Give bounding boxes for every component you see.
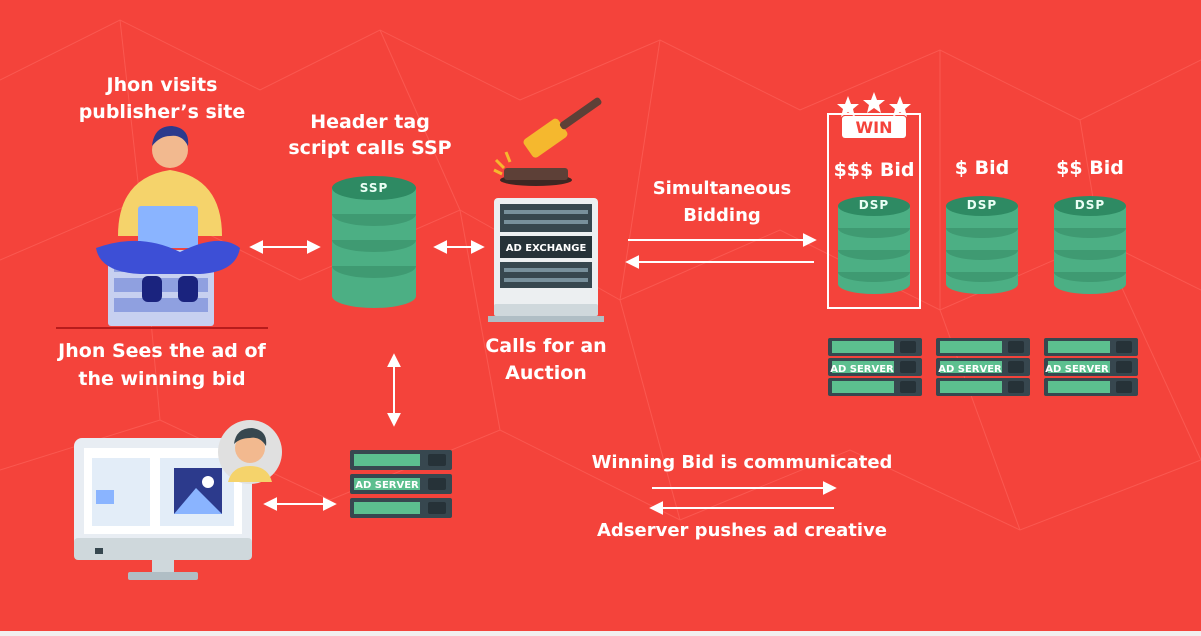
jhon-sees-label-line2: the winning bid <box>78 368 245 390</box>
dsp-label-2: DSP <box>967 198 997 212</box>
server-rack-icon <box>350 450 452 518</box>
dsp-ad-servers <box>828 338 1138 396</box>
avatar-icon <box>218 420 282 484</box>
star-icon <box>837 96 859 117</box>
adserver-pushes-label: Adserver pushes ad creative <box>597 520 887 541</box>
win-highlight-box <box>827 113 921 309</box>
database-icon <box>946 196 1018 294</box>
winning-bid-label: Winning Bid is communicated <box>592 452 893 473</box>
simultaneous-label-line2: Bidding <box>683 205 761 226</box>
server-rack-icon <box>936 338 1030 396</box>
user-laptop-icon <box>96 126 240 326</box>
ad-server-label-dsp2: AD SERVER <box>938 364 1002 375</box>
connector-arrows <box>249 233 837 515</box>
ad-server-label-center: AD SERVER <box>355 480 419 491</box>
star-icon <box>863 92 885 113</box>
star-icon <box>889 96 911 117</box>
jhon-visits-label-line1: Jhon visits <box>105 74 218 96</box>
ssp-database-icon <box>332 176 416 308</box>
dsp-bid-label-1: $$$ Bid <box>834 159 915 181</box>
header-tag-label-line2: script calls SSP <box>288 137 451 159</box>
calls-auction-label-line1: Calls for an <box>485 335 606 357</box>
jhon-visits-label-line2: publisher’s site <box>79 101 246 123</box>
calls-auction-label-line2: Auction <box>505 362 587 384</box>
database-icon <box>1054 196 1126 294</box>
jhon-sees-label-line1: Jhon Sees the ad of <box>56 340 266 362</box>
header-tag-label-line1: Header tag <box>310 111 430 133</box>
database-icon <box>838 196 910 294</box>
win-badge-label: WIN <box>856 118 893 137</box>
server-rack-icon <box>1044 338 1138 396</box>
dsp-databases <box>838 196 1126 294</box>
ad-server-label-dsp3: AD SERVER <box>1045 364 1109 375</box>
win-stars <box>837 92 911 117</box>
monitor-icon <box>74 438 252 580</box>
dsp-label-3: DSP <box>1075 198 1105 212</box>
dsp-bid-label-3: $$ Bid <box>1056 157 1124 179</box>
ad-server-label-dsp1: AD SERVER <box>830 364 894 375</box>
simultaneous-label-line1: Simultaneous <box>653 178 792 199</box>
ad-exchange-icon <box>488 198 604 322</box>
gavel-icon <box>493 97 602 186</box>
dsp-label-1: DSP <box>859 198 889 212</box>
server-rack-icon <box>828 338 922 396</box>
win-badge <box>842 116 906 138</box>
dsp-bid-label-2: $ Bid <box>955 157 1009 179</box>
ssp-label: SSP <box>360 181 389 195</box>
ad-exchange-label: AD EXCHANGE <box>506 243 587 254</box>
